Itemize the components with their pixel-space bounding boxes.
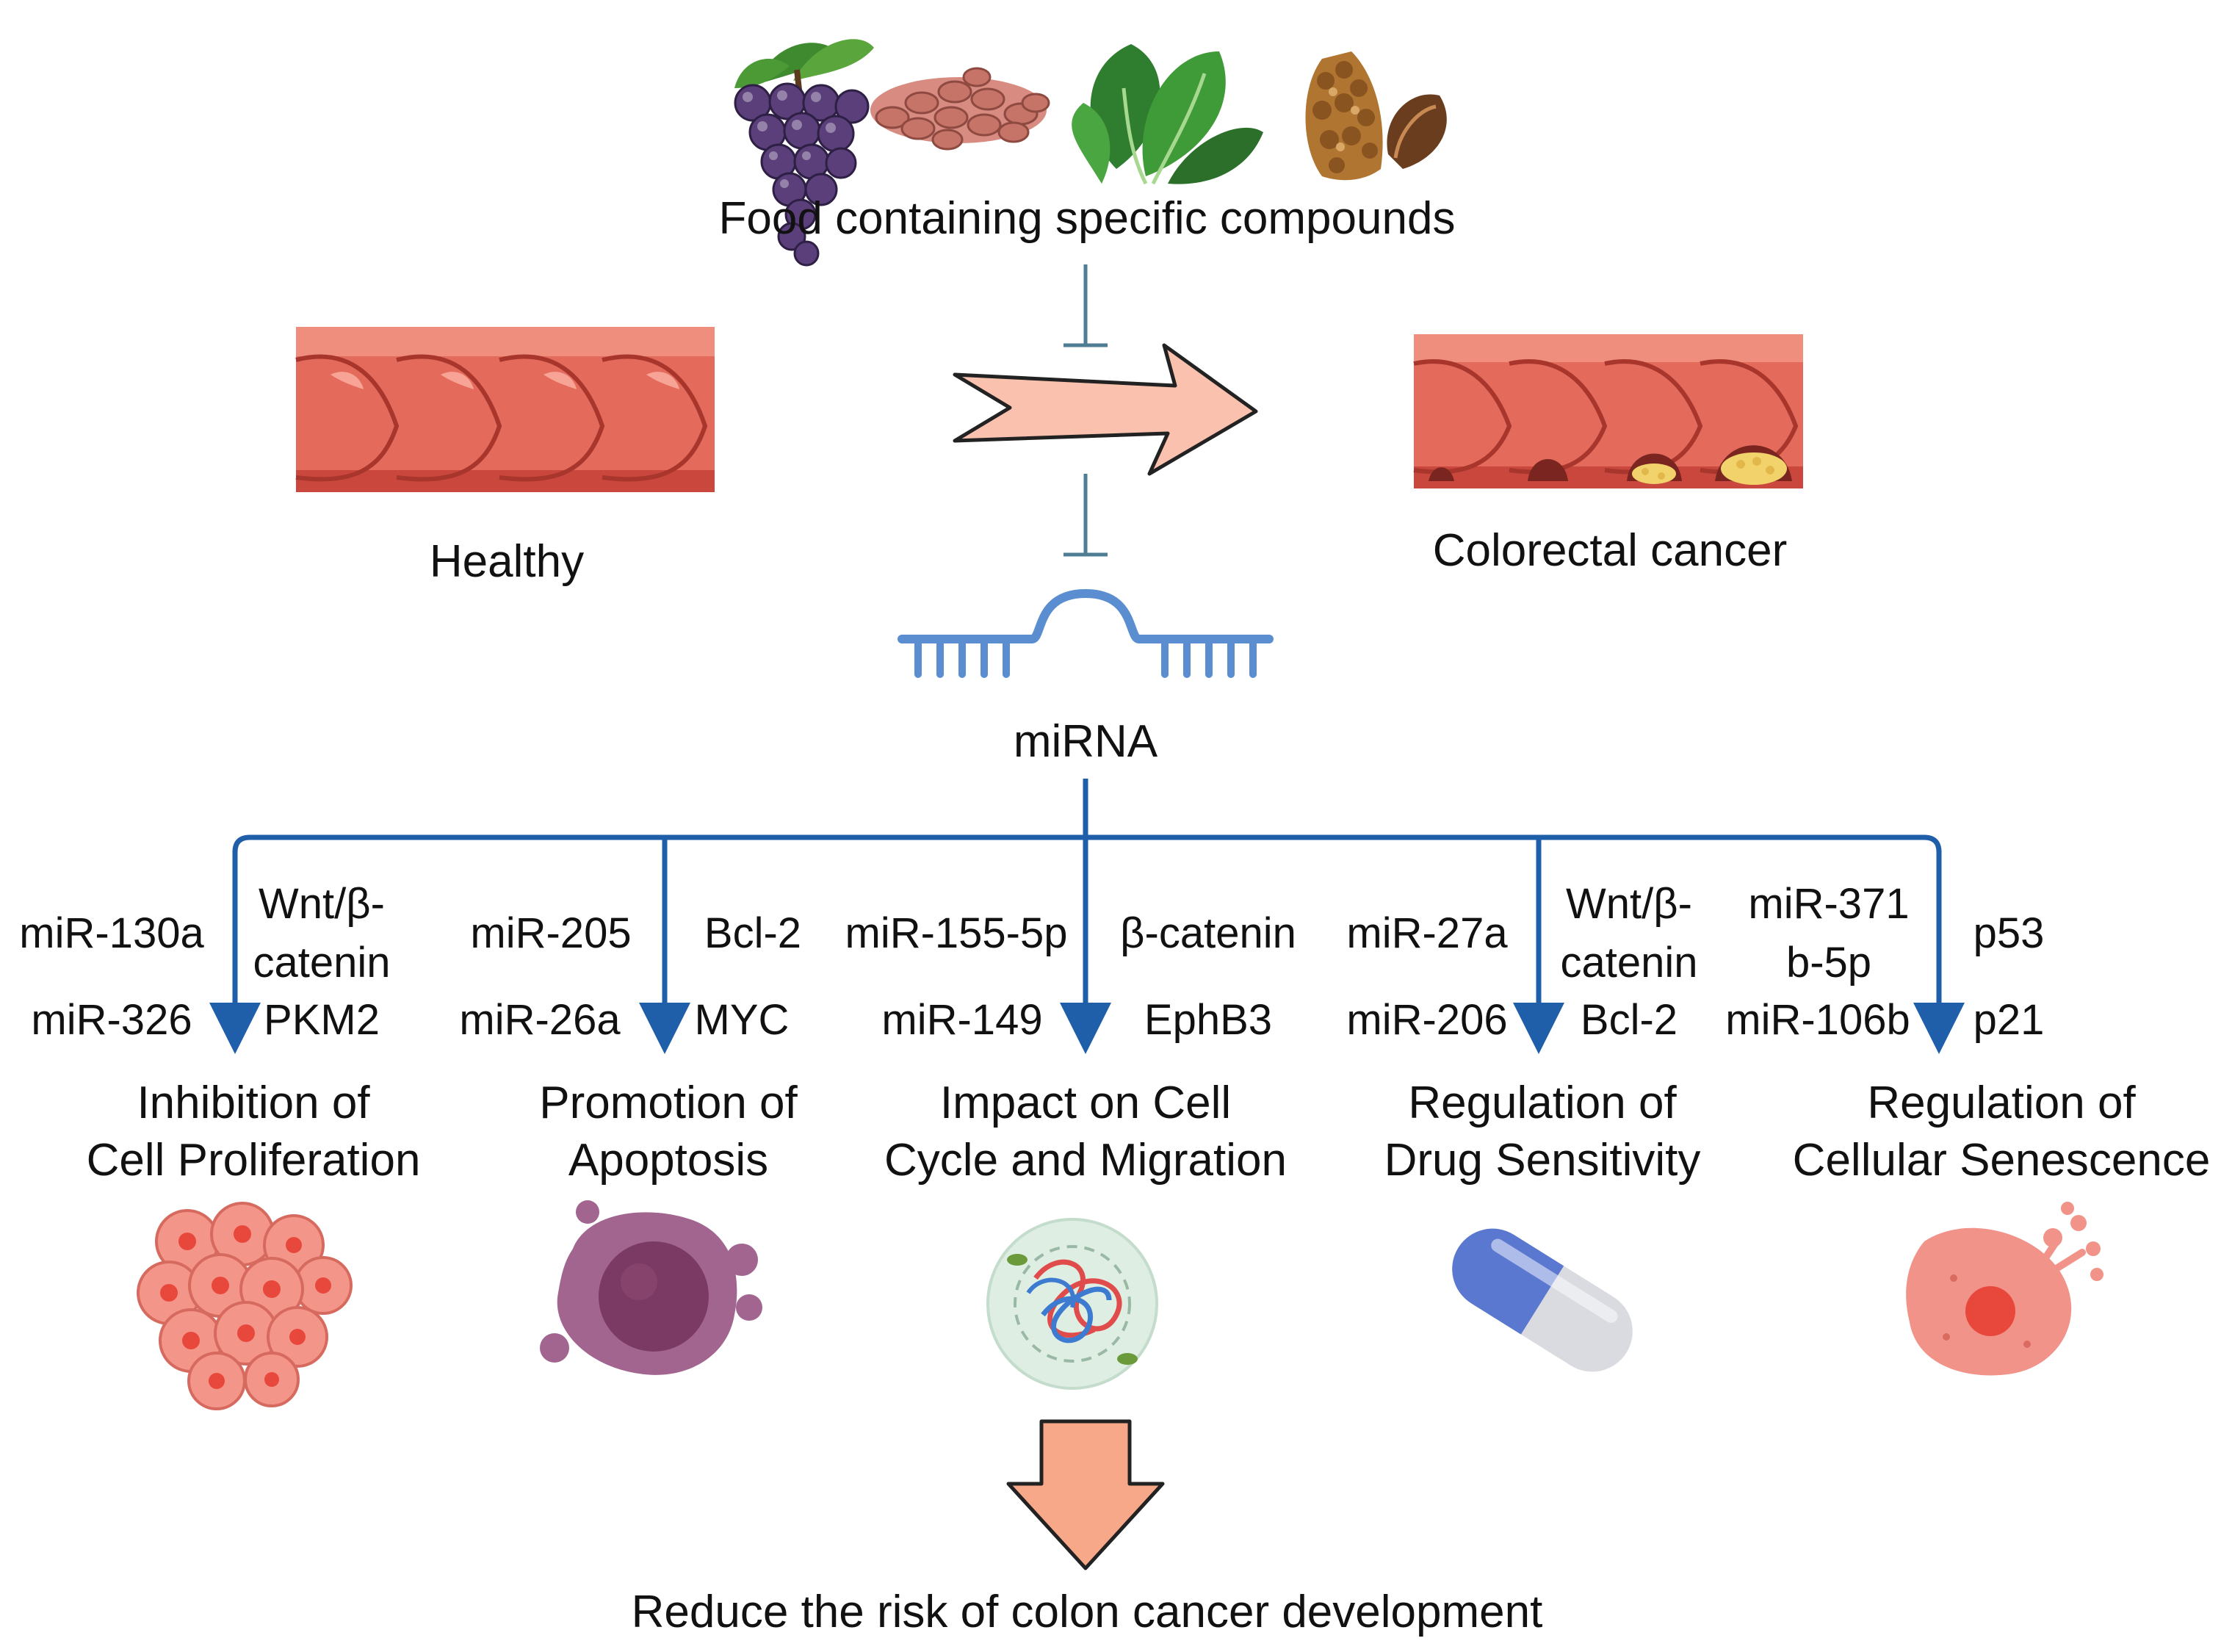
branch-title: Drug Sensitivity (1384, 1135, 1701, 1186)
branch-proliferation: miR-130a miR-326 Wnt/β- catenin PKM2 Inh… (19, 880, 420, 1186)
grapes-icon (734, 39, 874, 267)
mushroom-icon (1305, 51, 1447, 181)
capsule-icon (1452, 1228, 1633, 1372)
healthy-colon (295, 327, 715, 492)
mirna-label: miRNA (1014, 716, 1158, 767)
spinach-icon (1072, 44, 1263, 185)
beans-icon (870, 67, 1050, 151)
branch-title: Promotion of (539, 1078, 798, 1128)
branch-senescence: miR-371 b-5p miR-106b p53 p21 Regulation… (1725, 880, 2210, 1186)
progression-arrow (953, 343, 1258, 476)
target-label: β-catenin (1120, 909, 1296, 957)
target-label: MYC (695, 996, 790, 1044)
branch-apoptosis: miR-205 miR-26a Bcl-2 MYC Promotion of A… (459, 909, 801, 1186)
branch-title: Apoptosis (568, 1135, 768, 1186)
target-label: p53 (1973, 909, 2045, 957)
target-label: Wnt/β- (1566, 880, 1692, 928)
inhibition-food (1063, 264, 1108, 347)
mirna-label: miR-205 (470, 909, 631, 957)
cancer-label: Colorectal cancer (1433, 525, 1787, 576)
mirna-label: miR-106b (1725, 996, 1910, 1044)
mirna-label: miR-206 (1346, 996, 1507, 1044)
inhibition-mirna (1063, 474, 1108, 557)
apoptotic-cell-icon (540, 1200, 762, 1375)
mirna-label: miR-326 (31, 996, 192, 1044)
outcome-arrow (1006, 1419, 1165, 1570)
target-label: Bcl-2 (704, 909, 801, 957)
mirna-label: miR-27a (1346, 909, 1508, 957)
dividing-cell-icon (986, 1218, 1158, 1390)
branch-title: Impact on Cell (940, 1078, 1231, 1128)
target-label: catenin (1560, 939, 1697, 986)
branch-title: Cellular Senescence (1793, 1135, 2211, 1186)
target-label: PKM2 (264, 996, 380, 1044)
mirna-label: miR-26a (459, 996, 621, 1044)
mirna-label: b-5p (1786, 939, 1871, 986)
healthy-label: Healthy (430, 536, 584, 587)
branch-drug-sensitivity: miR-27a miR-206 Wnt/β- catenin Bcl-2 Reg… (1346, 880, 1700, 1186)
target-label: Bcl-2 (1581, 996, 1678, 1044)
cancer-colon (1413, 334, 1803, 488)
senescent-cell-icon (1906, 1202, 2103, 1376)
food-caption: Food containing specific compounds (719, 193, 1456, 244)
target-label: catenin (253, 939, 390, 986)
mirna-label: miR-149 (881, 996, 1042, 1044)
mirna-label: miR-155-5p (845, 909, 1068, 957)
target-label: EphB3 (1144, 996, 1272, 1044)
branch-cell-cycle: miR-155-5p miR-149 β-catenin EphB3 Impac… (845, 909, 1296, 1186)
branch-title: Cell Proliferation (87, 1135, 421, 1186)
mirna-icon (898, 588, 1274, 678)
branch-title: Regulation of (1408, 1078, 1677, 1128)
mirna-label: miR-371 (1748, 880, 1909, 928)
branch-title: Inhibition of (137, 1078, 370, 1128)
outcome-text: Reduce the risk of colon cancer developm… (632, 1587, 1543, 1637)
target-label: p21 (1973, 996, 2045, 1044)
mirna-label: miR-130a (19, 909, 204, 957)
target-label: Wnt/β- (259, 880, 385, 928)
branch-title: Cycle and Migration (884, 1135, 1287, 1186)
branch-title: Regulation of (1867, 1078, 2136, 1128)
